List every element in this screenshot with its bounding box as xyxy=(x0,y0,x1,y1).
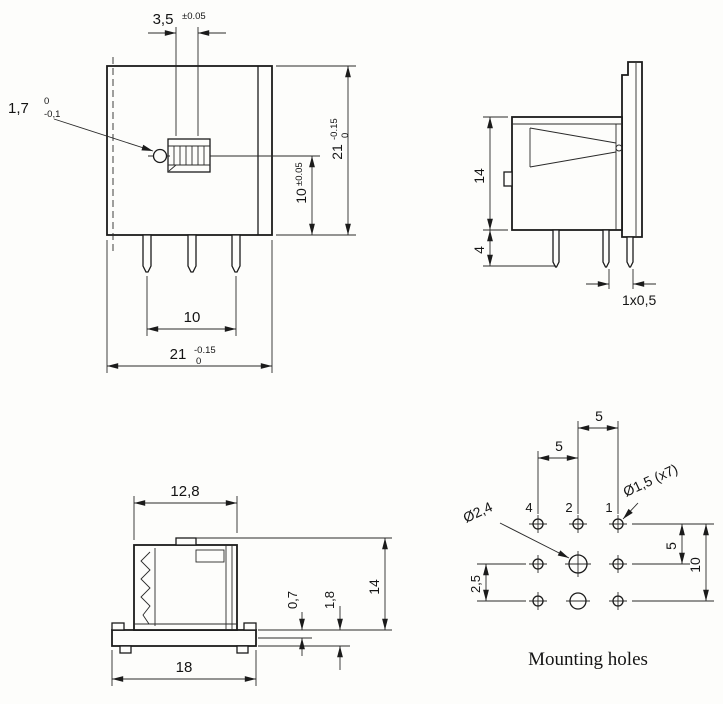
bottom-view: 12,8 18 0,7 1,8 xyxy=(111,483,392,686)
dim-body-width-value: 21 xyxy=(170,346,187,363)
dim-mounting-offset-value: 2,5 xyxy=(468,575,483,593)
label-pilot-hole: 1,7 0 -0,1 xyxy=(8,96,154,152)
dim-body-width-tol-upper: -0.15 xyxy=(194,345,216,356)
bottom-slider-block xyxy=(195,549,225,563)
bottom-top-boss xyxy=(175,537,197,546)
dim-mounting-pitch-b: 5 xyxy=(537,438,578,514)
bottom-plate-lip-left xyxy=(111,622,125,631)
mounting-hole-small xyxy=(529,592,547,610)
dim-pilot-hole-tol-upper: 0 xyxy=(44,96,49,107)
small-holes-leader-line xyxy=(622,502,639,520)
side-pin-1 xyxy=(552,229,560,268)
dim-bottom-inner-width: 12,8 xyxy=(133,483,238,540)
side-view: 14 4 1x0,5 xyxy=(471,61,656,308)
bottom-plate-lip-right xyxy=(243,622,257,631)
bottom-spring-contact xyxy=(140,551,151,625)
dim-pin-length-value: 4 xyxy=(471,246,487,254)
dim-side-depth: 14 xyxy=(471,116,508,231)
mounting-hole-large-center xyxy=(565,551,591,577)
dim-pilot-hole-tol-lower: -0,1 xyxy=(44,109,60,120)
dim-mounting-row-pitch-value: 5 xyxy=(663,542,679,550)
dim-pin-pitch: 10 xyxy=(146,276,237,336)
dim-pin-pitch-value: 10 xyxy=(184,309,201,326)
pilot-hole-leader-line xyxy=(53,118,154,152)
dim-pin-length: 4 xyxy=(471,230,556,267)
side-pin-3 xyxy=(626,236,634,268)
dim-side-depth-value: 14 xyxy=(471,168,487,184)
dim-body-height-tol-lower: 0 xyxy=(340,133,351,138)
dim-center-height-value: 10 xyxy=(293,188,309,204)
dim-bottom-base-width: 18 xyxy=(111,650,257,686)
dim-bottom-inner-width-value: 12,8 xyxy=(170,483,199,500)
mounting-hole-large-bottom xyxy=(566,592,590,610)
dim-bottom-thickness-value: 1,8 xyxy=(322,591,337,609)
dim-mounting-row-total-value: 10 xyxy=(687,557,703,573)
dim-bottom-height-value: 14 xyxy=(366,579,382,595)
dim-bottom-base-width-value: 18 xyxy=(176,659,193,676)
dim-body-height-tol-upper: -0.15 xyxy=(329,118,340,140)
hole-label-2: 2 xyxy=(565,500,572,515)
dim-slot-width: 3,5 ±0.05 xyxy=(148,11,226,136)
mounting-hole-small xyxy=(569,515,587,533)
dim-mounting-offset: 2,5 xyxy=(468,563,526,602)
mounting-hole-small xyxy=(529,515,547,533)
bottom-foot-left xyxy=(119,645,132,654)
side-body-outline xyxy=(511,116,623,231)
side-rivet-hole xyxy=(615,144,623,152)
dim-mounting-pitch-b-value: 5 xyxy=(555,438,563,454)
front-pilot-hole xyxy=(152,148,168,164)
dim-slot-width-tolerance: ±0.05 xyxy=(182,11,206,22)
bottom-base-plate xyxy=(111,629,257,647)
dim-mounting-row-total: 10 xyxy=(632,524,714,602)
dim-mounting-pitch-a-value: 5 xyxy=(595,408,603,424)
dim-body-width-tol-lower: 0 xyxy=(196,356,201,367)
side-pin-2 xyxy=(602,229,610,268)
front-view: 3,5 ±0.05 1,7 0 -0,1 10 ±0.05 21 xyxy=(8,11,356,373)
mounting-hole-small xyxy=(609,515,627,533)
side-mounting-plate xyxy=(621,61,643,238)
mounting-hole-small xyxy=(609,555,627,573)
dim-bottom-thickness: 1,8 xyxy=(322,591,343,670)
dim-mounting-row-pitch: 5 xyxy=(632,523,714,565)
dim-body-height-value: 21 xyxy=(329,144,345,160)
mounting-hole-small xyxy=(529,555,547,573)
bottom-foot-right xyxy=(236,645,249,654)
side-rotor-detail xyxy=(529,127,623,168)
dim-mounting-pitch-a: 5 xyxy=(577,408,619,514)
front-pin-3 xyxy=(231,234,241,273)
front-pin-2 xyxy=(187,234,197,273)
dim-body-width: 21 -0.15 0 xyxy=(106,240,273,373)
side-tab xyxy=(503,171,513,187)
dim-body-height: 21 -0.15 0 xyxy=(276,65,356,236)
dim-pin-section: 1x0,5 xyxy=(586,269,656,308)
front-adjust-slot xyxy=(167,138,211,173)
mounting-hole-small xyxy=(609,592,627,610)
hole-label-1: 1 xyxy=(605,500,612,515)
dim-pilot-hole-value: 1,7 xyxy=(8,100,29,117)
dim-bottom-height: 14 xyxy=(366,538,388,630)
dim-bottom-step-value: 0,7 xyxy=(285,591,300,609)
large-hole-leader-line xyxy=(499,522,570,559)
front-pin-1 xyxy=(142,234,152,273)
hole-label-4: 4 xyxy=(525,500,532,515)
dim-pin-section-value: 1x0,5 xyxy=(622,292,656,308)
dim-bottom-step: 0,7 xyxy=(285,591,305,656)
dim-center-height-tolerance: ±0.05 xyxy=(294,162,305,186)
mounting-caption: Mounting holes xyxy=(528,649,648,670)
dim-slot-width-value: 3,5 xyxy=(153,11,174,28)
